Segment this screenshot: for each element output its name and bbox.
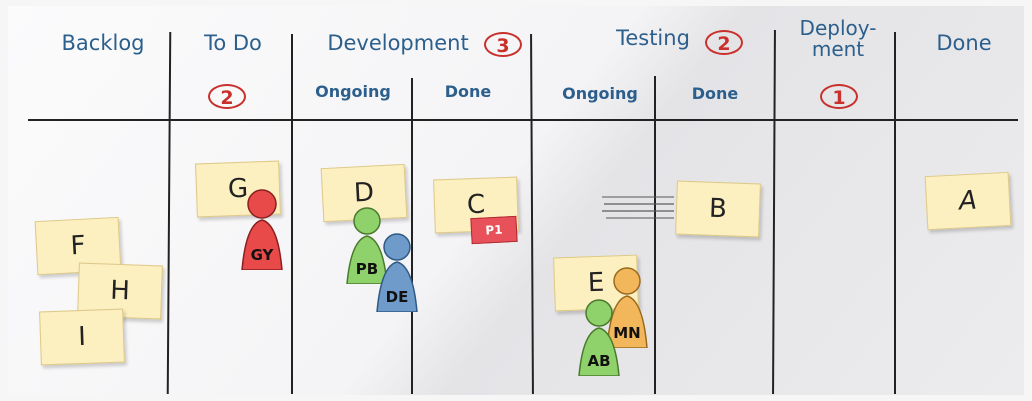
column-header-backlog: Backlog [61,31,145,55]
column-divider [894,32,896,394]
column-divider [772,29,776,395]
column-divider [530,33,534,395]
subcolumn-test-done: Done [691,84,739,103]
motion-line [604,203,674,205]
person-avatar-de: DE [372,230,422,313]
card-i[interactable]: I [39,308,125,366]
motion-line [602,210,674,212]
column-header-deployment: Deploy- ment [799,16,877,61]
card-a[interactable]: A [924,171,1012,231]
person-avatar-ab: AB [574,296,624,377]
motion-line [606,217,674,219]
person-avatar-gy: GY [236,186,288,271]
wip-limit-deployment: 1 [820,84,858,109]
subcolumn-divider [411,78,413,394]
wip-limit-testing: 2 [705,30,743,55]
column-divider [291,34,293,394]
column-divider [166,31,172,395]
subcolumn-dev-done: Done [444,82,492,101]
column-header-testing: Testing [616,26,690,50]
subcolumn-dev-ongoing: Ongoing [315,82,391,101]
subcolumn-divider [654,76,656,394]
person-avatar-pb: PB [342,204,392,285]
column-header-development: Development [327,31,469,55]
card-b[interactable]: B [675,180,761,238]
column-header-done: Done [936,31,992,55]
motion-line [602,196,674,198]
column-header-todo: To Do [204,31,262,55]
kanban-board: Backlog To Do Development Testing Deploy… [8,6,1024,395]
wip-limit-todo: 2 [208,84,246,109]
header-divider [28,119,1018,121]
wip-limit-development: 3 [484,32,522,57]
subcolumn-test-ongoing: Ongoing [562,84,638,103]
blocker-tag-p1: P1 [470,215,518,245]
person-avatar-mn: MN [602,264,652,349]
